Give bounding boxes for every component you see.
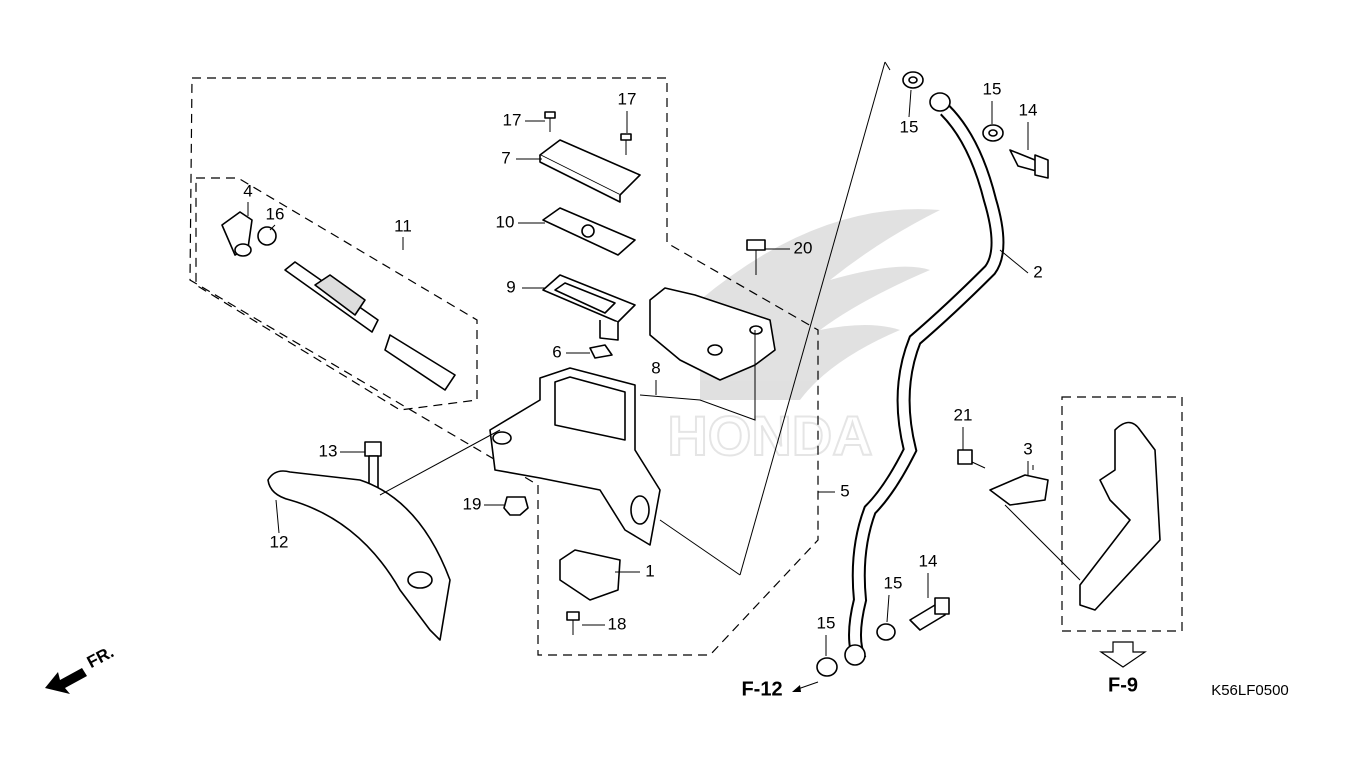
callout-7: 7 [501,148,510,167]
callout-11: 11 [394,216,412,235]
bolt-21 [957,449,986,469]
front-label: FR. [84,642,117,672]
callout-2: 2 [1033,262,1042,281]
switch-1 [559,549,621,601]
callout-5: 5 [840,481,849,500]
callout-17: 17 [503,110,522,129]
callout-labels: 17 17 7 4 16 11 10 20 9 6 8 15 15 14 2 1… [243,79,1042,633]
callout-1: 1 [645,561,654,580]
ref-f12[interactable]: F-12 [741,678,819,700]
float-6 [589,344,613,359]
callout-17: 17 [618,89,637,108]
washer-15a [902,71,924,89]
banjo-top [929,92,951,112]
callout-9: 9 [506,277,515,296]
callout-19: 19 [463,494,482,513]
callout-13: 13 [319,441,338,460]
ref-f9[interactable]: F-9 [1099,641,1147,696]
nut-19 [503,496,529,516]
leader-lines [247,89,1029,656]
reservoir-cap-7 [539,139,641,203]
banjo-bottom [844,644,866,666]
brake-hose-2 [848,105,1005,664]
honda-watermark-text: HONDA [667,404,872,467]
callout-15: 15 [983,79,1002,98]
diagram-code: K56LF0500 [1211,682,1289,699]
leader [739,61,886,576]
callout-14: 14 [919,551,938,570]
master-cylinder-5 [489,367,661,546]
callout-10: 10 [496,212,515,231]
callout-15: 15 [817,613,836,632]
down-arrow-icon [1099,641,1147,668]
callout-15: 15 [900,117,919,136]
ref-f9-label[interactable]: F-9 [1108,674,1138,696]
pin-13 [364,441,382,489]
lever-12 [267,470,451,641]
arrow-icon [792,685,801,692]
callout-14: 14 [1019,100,1038,119]
clamp-3 [989,474,1049,506]
callout-18: 18 [608,614,627,633]
ref-f12-label[interactable]: F-12 [741,678,782,700]
callout-8: 8 [651,358,660,377]
bolt-14a [1009,149,1049,179]
callout-12: 12 [270,532,289,551]
piston-11 [284,261,379,333]
callout-20: 20 [794,238,813,257]
front-arrow-icon [45,668,87,694]
callout-4: 4 [243,181,252,200]
master-cylinder-group-outline [189,77,819,656]
bolt-14b [909,597,950,631]
front-direction-marker: FR. [45,642,117,694]
screw-17b [620,133,632,155]
bracket-group-outline [1061,396,1183,632]
washer-15c [876,623,896,641]
callout-3: 3 [1023,439,1032,458]
boot-4 [221,211,253,257]
circlip-16 [257,226,277,246]
bracket [1079,421,1161,611]
plate-10 [542,207,636,256]
callout-6: 6 [552,342,561,361]
washer-15b [982,124,1004,142]
callout-16: 16 [266,204,285,223]
screw-18 [566,611,580,635]
washer-15d [816,657,838,677]
holder-8 [649,287,776,381]
callout-15: 15 [884,573,903,592]
bolt-20 [746,239,766,275]
diaphragm-9 [542,274,636,341]
screw-17a [544,111,556,132]
callout-21: 21 [954,405,973,424]
spring-11 [384,334,456,391]
